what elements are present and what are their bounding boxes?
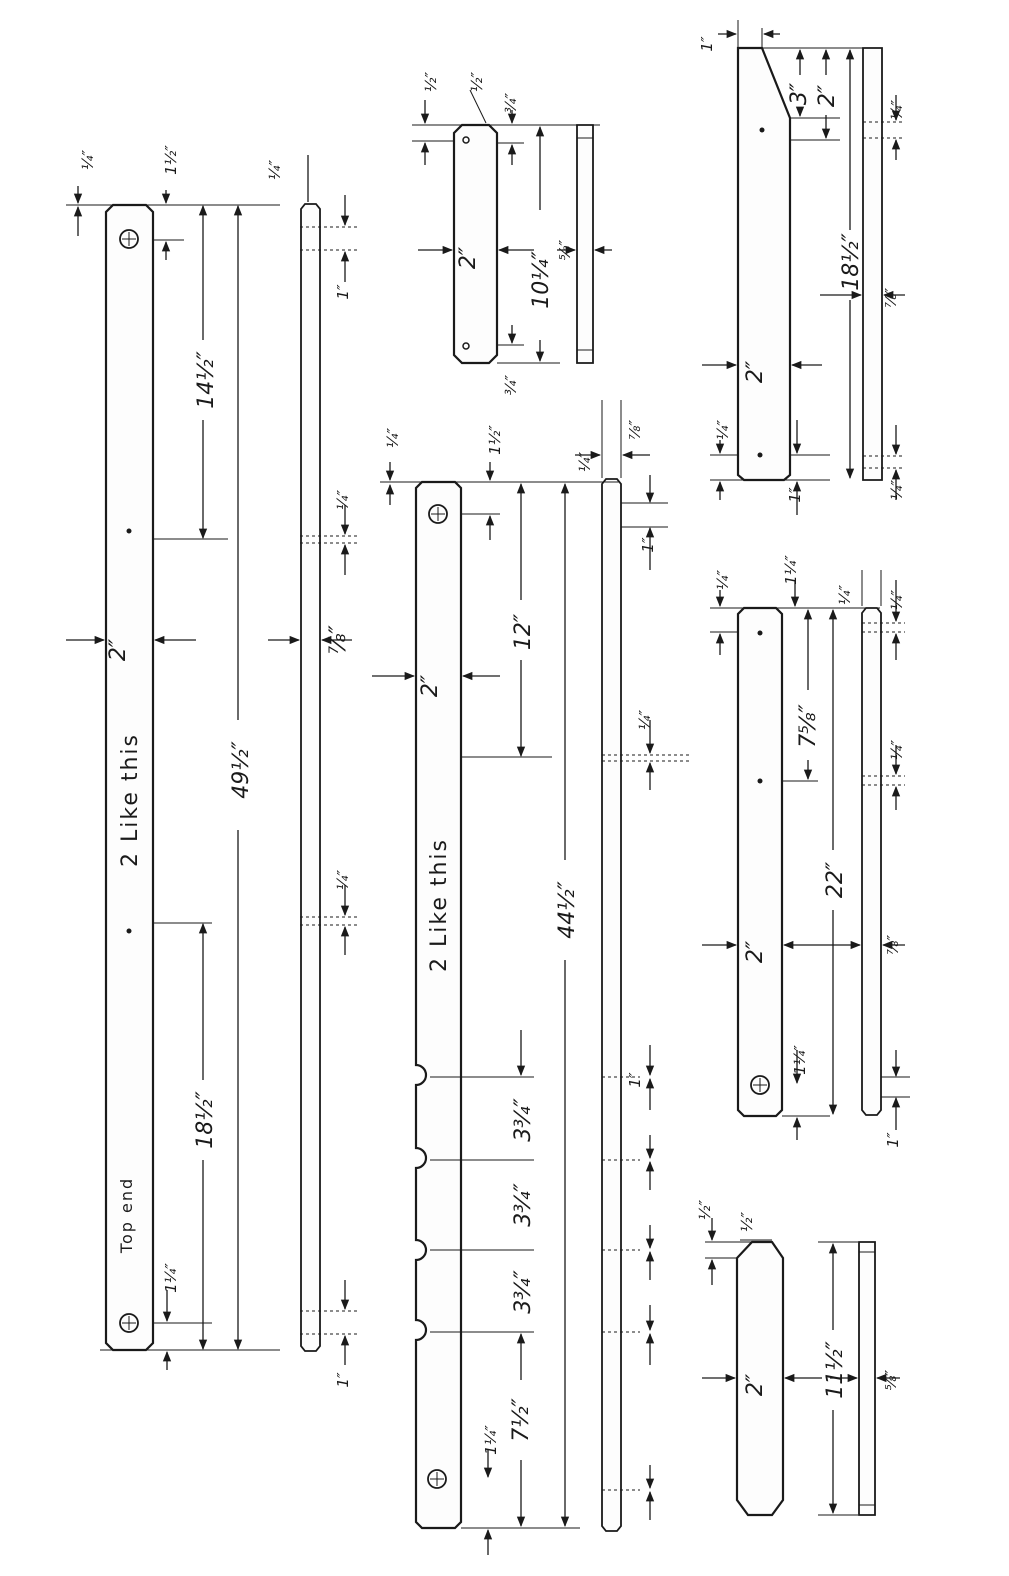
notched-rail-notch-2: 3¾″: [511, 1182, 536, 1226]
short-block-edge: [576, 124, 594, 364]
small-piece-length: 11½″: [823, 1340, 848, 1398]
notched-rail-upper-span: 12″: [511, 613, 536, 650]
long-rail-count-label: 2 Like this: [118, 733, 143, 867]
short-block-width: 2″: [456, 246, 481, 269]
notched-rail-side-top: ¼″: [576, 452, 594, 473]
mid-piece-edge-mark-top: ¼″: [888, 590, 906, 611]
angled-piece-bottom-offset: ¼″: [714, 420, 732, 441]
notched-rail-edge: [601, 478, 622, 1532]
mid-piece-edge: [861, 607, 882, 1116]
screw-hole-icon: [427, 1469, 447, 1489]
long-rail-hole-bottom: 1¼″: [162, 1263, 180, 1293]
short-block-hole-offset: ½″: [422, 72, 440, 93]
long-rail-edge-mark-upper: 1″: [334, 284, 352, 300]
small-piece-face: [735, 1240, 785, 1517]
small-piece-chamfer-b: ½″: [738, 1212, 756, 1233]
drill-hole-icon: [462, 342, 470, 350]
long-rail-length: 49½″: [229, 740, 254, 798]
notched-rail: 2 Like this 44½″ 12″ 3¾″ 3¾″ 3¾″ 7½″ 2″: [372, 400, 690, 1555]
screw-hole-icon: [750, 1075, 770, 1095]
angled-piece: 18½″ 3″ 2″ 2″ ⅞″ 1″ ¼″ 1″ ¼″ ¼″: [698, 20, 906, 515]
short-block: 10¼″ 2″ ⅝″ ½″ ¾″ ½″ ¾″: [412, 72, 612, 396]
angled-piece-taper-span: 3″: [787, 82, 812, 105]
mid-piece-top-hole: 1¼″: [782, 555, 800, 585]
screw-hole-icon: [119, 229, 139, 249]
angled-piece-edge: [862, 47, 883, 481]
screw-hole-icon: [428, 504, 448, 524]
notched-rail-notch-3: 3¾″: [511, 1269, 536, 1313]
short-block-face: [452, 123, 499, 365]
small-piece-thickness: ⅝″: [882, 1370, 900, 1391]
drill-hole-icon: [757, 778, 763, 784]
mid-piece-face: [736, 606, 784, 1118]
angled-piece-edge-mark-top: ¼″: [888, 100, 906, 121]
short-block-thickness: ⅝″: [556, 240, 574, 261]
short-block-length: 10¼″: [529, 250, 554, 308]
drill-hole-icon: [462, 136, 470, 144]
mid-piece-hole-bottom: 1¼″: [791, 1045, 809, 1075]
mid-piece-width: 2″: [743, 940, 768, 963]
screw-hole-icon: [119, 1313, 139, 1333]
long-rail-edge: [300, 203, 321, 1352]
mid-piece-edge-mark-mid: ¼″: [888, 740, 906, 761]
long-rail-width: 2″: [106, 638, 131, 661]
mid-piece-hole-span: 7⅝″: [796, 703, 821, 747]
notched-rail-edge-mark-upper: 1″: [639, 537, 657, 553]
notched-rail-count-label: 2 Like this: [427, 838, 452, 972]
long-rail-edge-mark-bottom: 1″: [334, 1372, 352, 1388]
angled-piece-edge-mark-bottom: ¼″: [888, 480, 906, 501]
small-piece-edge: [858, 1241, 876, 1516]
angled-piece-face: [736, 46, 792, 482]
mid-piece-top-offset: ¼″: [714, 570, 732, 591]
small-piece-chamfer-a: ½″: [696, 1200, 714, 1221]
long-rail-lower-span: 18½″: [193, 1090, 218, 1148]
notched-rail-width: 2″: [418, 674, 443, 697]
long-rail-end-offset: ¼″: [79, 150, 97, 171]
drill-hole-icon: [759, 127, 765, 133]
long-rail-hole-top: 1½″: [162, 145, 180, 175]
mid-piece-thickness: ⅞″: [884, 935, 902, 956]
notched-rail-edge-mark-mid: ¼″: [636, 710, 654, 731]
notched-rail-end-offset: ¼″: [384, 428, 402, 449]
long-rail-edge-mark-mid: ¼″: [334, 490, 352, 511]
notched-rail-bottom-span: 7½″: [509, 1397, 534, 1441]
notched-rail-face: [414, 480, 463, 1530]
small-piece: 11½″ 2″ ⅝″ ½″ ½″: [696, 1200, 900, 1517]
mid-piece-edge-mark-bottom: 1″: [884, 1132, 902, 1148]
mid-piece-side-top: ¼″: [836, 585, 854, 606]
notched-rail-hole-bottom: 1¼″: [482, 1425, 500, 1455]
short-block-chamfer: ½″: [468, 72, 486, 93]
long-rail-end-label: Top end: [117, 1177, 136, 1254]
angled-piece-top-mark: 1″: [698, 36, 716, 52]
mid-piece: 22″ 7⅝″ 2″ ⅞″ ¼″ 1¼″ ¼″ ¼″ ¼″ 1¼″ 1″: [702, 555, 910, 1148]
notched-rail-length: 44½″: [555, 880, 580, 938]
long-rail-thickness: ⅞″: [326, 624, 351, 654]
angled-piece-length: 18½″: [839, 232, 864, 290]
notched-rail-edge-mark-notch: 1″: [626, 1072, 644, 1088]
drill-hole-icon: [757, 630, 763, 636]
long-rail-upper-span: 14½″: [194, 350, 219, 408]
long-rail-edge-mark-lower: ¼″: [334, 870, 352, 891]
small-piece-width: 2″: [743, 1373, 768, 1396]
angled-piece-taper-length: 2″: [815, 84, 840, 107]
short-block-corner-top: ¾″: [502, 93, 520, 114]
angled-piece-thickness: ⅞″: [882, 288, 900, 309]
notched-rail-thickness: ⅞″: [626, 420, 644, 441]
drill-hole-icon: [126, 528, 132, 534]
notched-rail-hole-top: 1½″: [486, 425, 504, 455]
long-rail-edge-mark-top: ¼″: [266, 160, 284, 181]
drill-hole-icon: [757, 452, 763, 458]
mid-piece-length: 22″: [823, 861, 848, 898]
notched-rail-notch-1: 3¾″: [511, 1097, 536, 1141]
angled-piece-width: 2″: [743, 360, 768, 383]
angled-piece-bottom-hole: 1″: [786, 487, 804, 503]
drill-hole-icon: [126, 928, 132, 934]
short-block-corner-bottom: ¾″: [502, 375, 520, 396]
long-rail: 2 Like this Top end 49½″ 14½″ 18½″: [66, 145, 358, 1388]
